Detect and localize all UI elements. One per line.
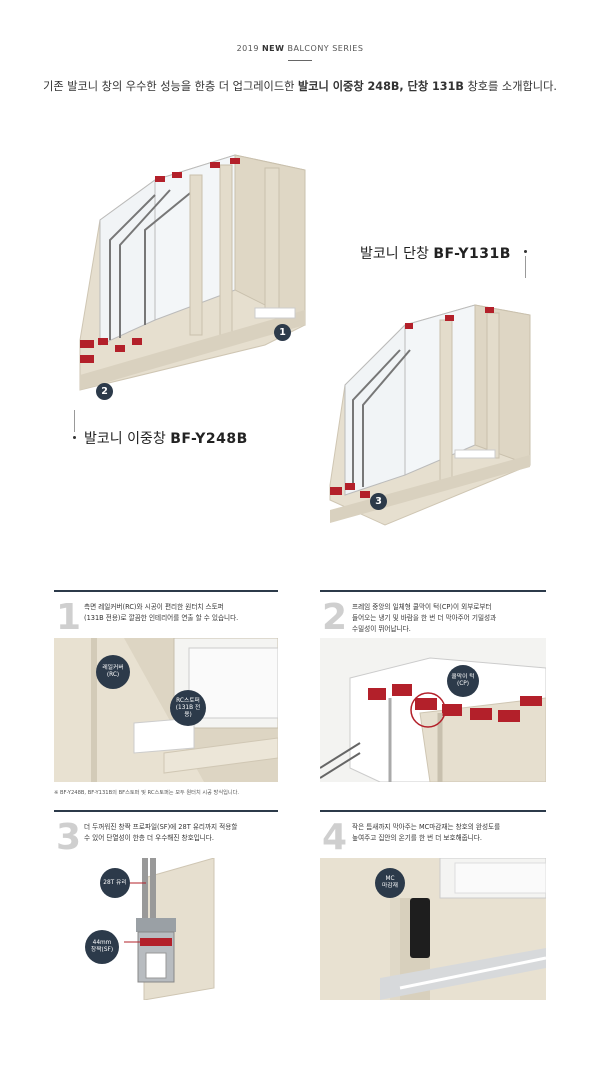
feature-4-topline — [320, 810, 546, 812]
double-window-label: 발코니 이중창 BF-Y248B — [84, 431, 248, 447]
double-label-dot — [73, 436, 76, 439]
badge-1: 1 — [274, 324, 291, 341]
feature-2-photo — [320, 638, 546, 782]
badge-2: 2 — [96, 383, 113, 400]
badge-3: 3 — [370, 493, 387, 510]
feature-4-number: 4 — [322, 817, 348, 858]
callout-rc-stopper: RC스토퍼(131B 전용) — [170, 690, 206, 726]
feature-2-number: 2 — [322, 597, 348, 638]
feature-3-number: 3 — [56, 817, 82, 858]
single-label-line — [525, 256, 526, 278]
series-title: 2019 NEW BALCONY SERIES — [236, 44, 364, 53]
feature-1-text: 측면 레일커버(RC)와 시공이 편리한 원터치 스토퍼(131B 전용)로 깔… — [84, 603, 239, 622]
feature-4-photo — [320, 858, 546, 1000]
callout-cp: 쿨막이 턱(CP) — [447, 665, 479, 697]
feature-1-topline — [54, 590, 278, 592]
callout-rail-cover: 레일커버(RC) — [96, 655, 130, 689]
callout-28t-glass: 28T 유리 — [100, 868, 130, 898]
feature-1-note: ※ BF-Y248B, BF-Y131B의 BF스토퍼 및 RC스토퍼는 모두 … — [54, 790, 240, 796]
single-window-illustration — [329, 304, 531, 526]
feature-3-topline — [54, 810, 278, 812]
single-window-label: 발코니 단창 BF-Y131B — [360, 246, 511, 262]
double-label-line — [74, 410, 75, 432]
intro-text: 기존 발코니 창의 우수한 성능을 한층 더 업그레이드한 발코니 이중창 24… — [43, 80, 557, 93]
feature-1-photo — [54, 638, 278, 782]
double-window-illustration — [79, 154, 306, 391]
feature-1-number: 1 — [56, 597, 82, 638]
feature-2-topline — [320, 590, 546, 592]
title-underline — [288, 60, 312, 61]
single-label-dot — [524, 250, 527, 253]
feature-3-photo — [54, 858, 278, 1000]
